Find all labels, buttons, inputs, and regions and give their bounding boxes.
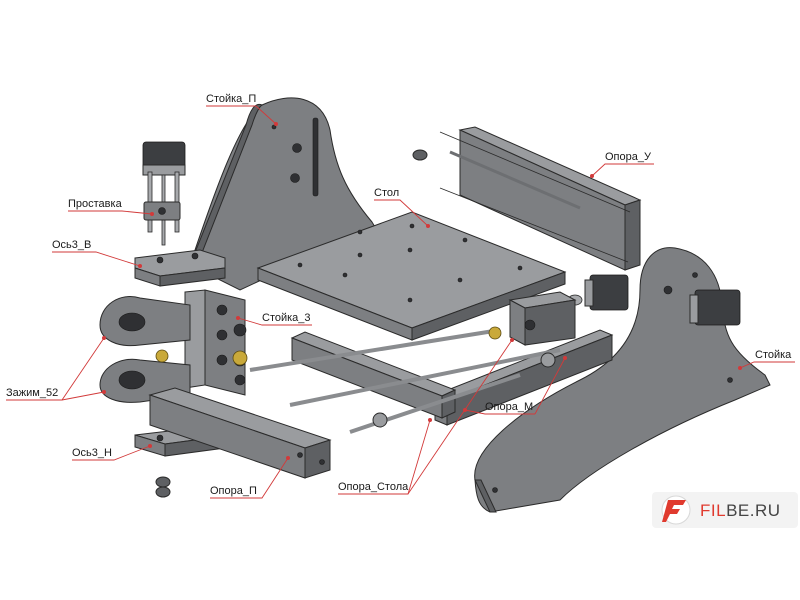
label-zazhim-52: Зажим_52 [6, 387, 58, 399]
callout-stoyka-p: Стойка_П [206, 93, 278, 126]
label-stoyka-p: Стойка_П [206, 93, 256, 105]
part-stoyka [474, 247, 771, 513]
watermark: FILBE.RU [652, 492, 798, 528]
callout-stoyka: Стойка [738, 349, 795, 370]
label-opora-u: Опора_У [605, 151, 652, 163]
label-opora-m: Опора_М [485, 401, 533, 413]
callout-prostavka: Проставка [68, 198, 154, 216]
part-opora-stola [249, 291, 577, 434]
callout-stol: Стол [374, 187, 430, 228]
part-stol [256, 211, 567, 341]
callout-opora-u: Опора_У [590, 151, 654, 178]
label-stol: Стол [374, 187, 399, 199]
callout-opora-stola: Опора_Стола [338, 338, 514, 495]
part-prostavka [143, 201, 181, 221]
label-stoyka: Стойка [755, 349, 792, 361]
part-opora-p [148, 387, 332, 479]
part-top-motor [142, 141, 186, 246]
part-stoyka-3 [184, 289, 247, 396]
part-y-motor [567, 274, 629, 311]
label-prostavka: Проставка [68, 198, 123, 210]
callout-zazhim-52: Зажим_52 [6, 336, 106, 401]
callout-os3-v: Ось3_В [52, 239, 142, 268]
label-os3-n: Ось3_Н [72, 447, 112, 459]
label-opora-stola: Опора_Стола [338, 481, 409, 493]
callout-opora-p: Опора_П [210, 456, 290, 499]
watermark-text: FILBE.RU [700, 501, 781, 520]
callout-os3-n: Ось3_Н [72, 444, 152, 461]
callout-stoyka-3: Стойка_3 [236, 312, 312, 326]
label-stoyka-3: Стойка_3 [262, 312, 311, 324]
part-os3-v [134, 249, 226, 287]
label-opora-p: Опора_П [210, 485, 257, 497]
watermark-logo-icon [661, 495, 691, 525]
part-opora-u [412, 126, 642, 271]
label-os3-v: Ось3_В [52, 239, 91, 251]
